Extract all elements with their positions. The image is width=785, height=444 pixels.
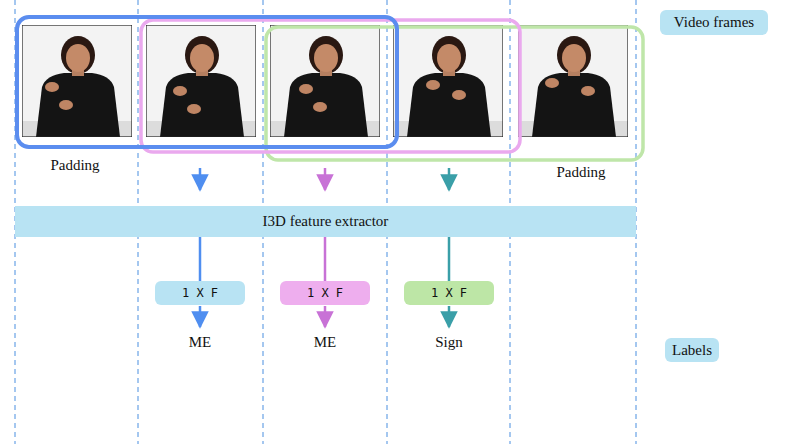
torso [532, 73, 616, 137]
frame-border [270, 25, 380, 137]
frame-background [518, 25, 628, 137]
feature-box: 1 X F [155, 281, 245, 305]
connector [324, 237, 327, 281]
padding-label: Padding [50, 157, 99, 174]
face [190, 44, 214, 72]
face [66, 44, 90, 72]
hair [309, 36, 343, 74]
node-text: Video frames [674, 14, 754, 31]
hand [173, 86, 187, 96]
hand [187, 104, 201, 114]
node-text: I3D feature extractor [263, 213, 389, 230]
hand [581, 86, 595, 96]
hand [45, 82, 59, 92]
extractor-band: I3D feature extractor [15, 206, 636, 237]
legend-tag: Labels [665, 338, 719, 362]
hand [452, 90, 466, 100]
hand [59, 100, 73, 110]
class-label: ME [189, 334, 212, 351]
window-outline [17, 17, 397, 147]
window-outline [141, 20, 520, 152]
connector [199, 237, 202, 281]
node-text: Labels [672, 342, 712, 359]
input-arrow [199, 168, 202, 190]
video-frame [146, 25, 256, 137]
output-arrow [324, 306, 327, 327]
connector [448, 237, 451, 281]
torso [284, 73, 368, 137]
face [314, 44, 338, 72]
frame-border [146, 25, 256, 137]
window-outline [266, 27, 643, 160]
hair [185, 36, 219, 74]
video-frame [393, 25, 503, 137]
hand [545, 78, 559, 88]
input-arrow [448, 168, 451, 190]
padding-label: Padding [556, 164, 605, 181]
torso [36, 73, 120, 137]
hair [557, 36, 591, 74]
video-frame [270, 25, 380, 137]
feature-box: 1 X F [280, 281, 370, 305]
face [562, 44, 586, 72]
frame-border [22, 25, 132, 137]
hand [299, 84, 313, 94]
frame-background [22, 25, 132, 137]
class-label: Sign [435, 334, 463, 351]
frame-background [270, 25, 380, 137]
class-label: ME [314, 334, 337, 351]
legend-tag: Video frames [660, 10, 768, 35]
hand [426, 80, 440, 90]
frame-background [393, 25, 503, 137]
frame-border [393, 25, 503, 137]
hand [313, 102, 327, 112]
input-arrow [324, 168, 327, 190]
output-arrow [448, 306, 451, 327]
video-frame [518, 25, 628, 137]
node-text: 1 X F [307, 286, 343, 300]
hair [432, 36, 466, 74]
frame-background [146, 25, 256, 137]
hair [61, 36, 95, 74]
torso [407, 73, 491, 137]
video-frame [22, 25, 132, 137]
frame-border [518, 25, 628, 137]
node-text: 1 X F [431, 286, 467, 300]
node-text: 1 X F [182, 286, 218, 300]
feature-box: 1 X F [404, 281, 494, 305]
output-arrow [199, 306, 202, 327]
face [437, 44, 461, 72]
torso [160, 73, 244, 137]
